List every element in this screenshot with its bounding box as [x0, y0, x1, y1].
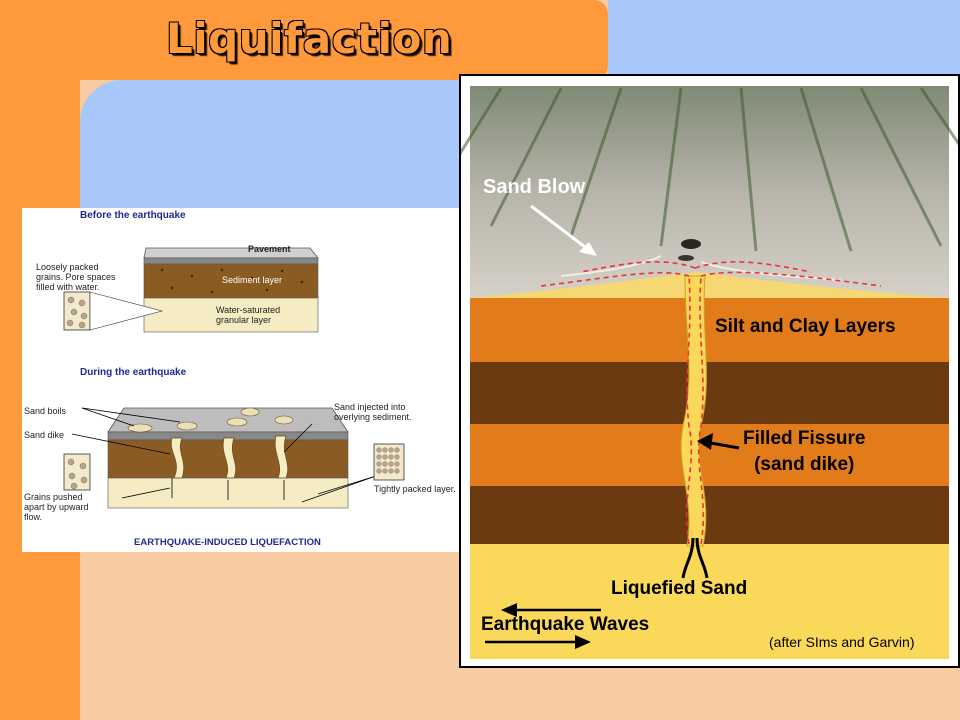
filled-fissure-label: Filled Fissure (sand dike)	[743, 428, 866, 475]
background-orange-title-bar	[0, 0, 608, 80]
sand-boils-label: Sand boils	[24, 406, 67, 416]
liquefaction-cross-section-diagram: Before the earthquake Pavement Sediment …	[22, 208, 462, 552]
earthquake-waves-label: Earthquake Waves	[481, 614, 650, 635]
before-earthquake-heading: Before the earthquake	[80, 210, 186, 221]
tightly-packed-label: Tightly packed layer.	[374, 484, 456, 494]
slide-title: Liquifaction	[166, 14, 453, 63]
water-saturated-layer-label: Water-saturated granular layer	[216, 305, 281, 325]
loosely-packed-label: Loosely packed grains. Pore spaces fille…	[36, 262, 116, 292]
grains-pushed-label: Grains pushed apart by upward flow.	[24, 492, 89, 522]
background-blue-top	[608, 0, 960, 80]
sand-blow-cross-section: Sand Blow Silt and Clay Layers Filled Fi…	[459, 74, 960, 668]
sand-injected-label: Sand injected into overlying sediment.	[334, 402, 412, 422]
sediment-layer-label: Sediment layer	[222, 275, 283, 285]
silt-clay-layers-label: Silt and Clay Layers	[715, 316, 896, 337]
cross-section-illustration	[63, 247, 405, 509]
sand-blow-label: Sand Blow	[483, 176, 586, 198]
sand-blow-illustration	[461, 86, 958, 659]
source-credit: (after SIms and Garvin)	[769, 634, 915, 650]
diagram-caption: EARTHQUAKE-INDUCED LIQUEFACTION	[134, 537, 321, 548]
sand-dike-label: Sand dike	[24, 430, 65, 440]
pavement-label: Pavement	[248, 244, 291, 254]
during-earthquake-heading: During the earthquake	[80, 367, 187, 378]
liquefied-sand-label: Liquefied Sand	[611, 578, 748, 599]
